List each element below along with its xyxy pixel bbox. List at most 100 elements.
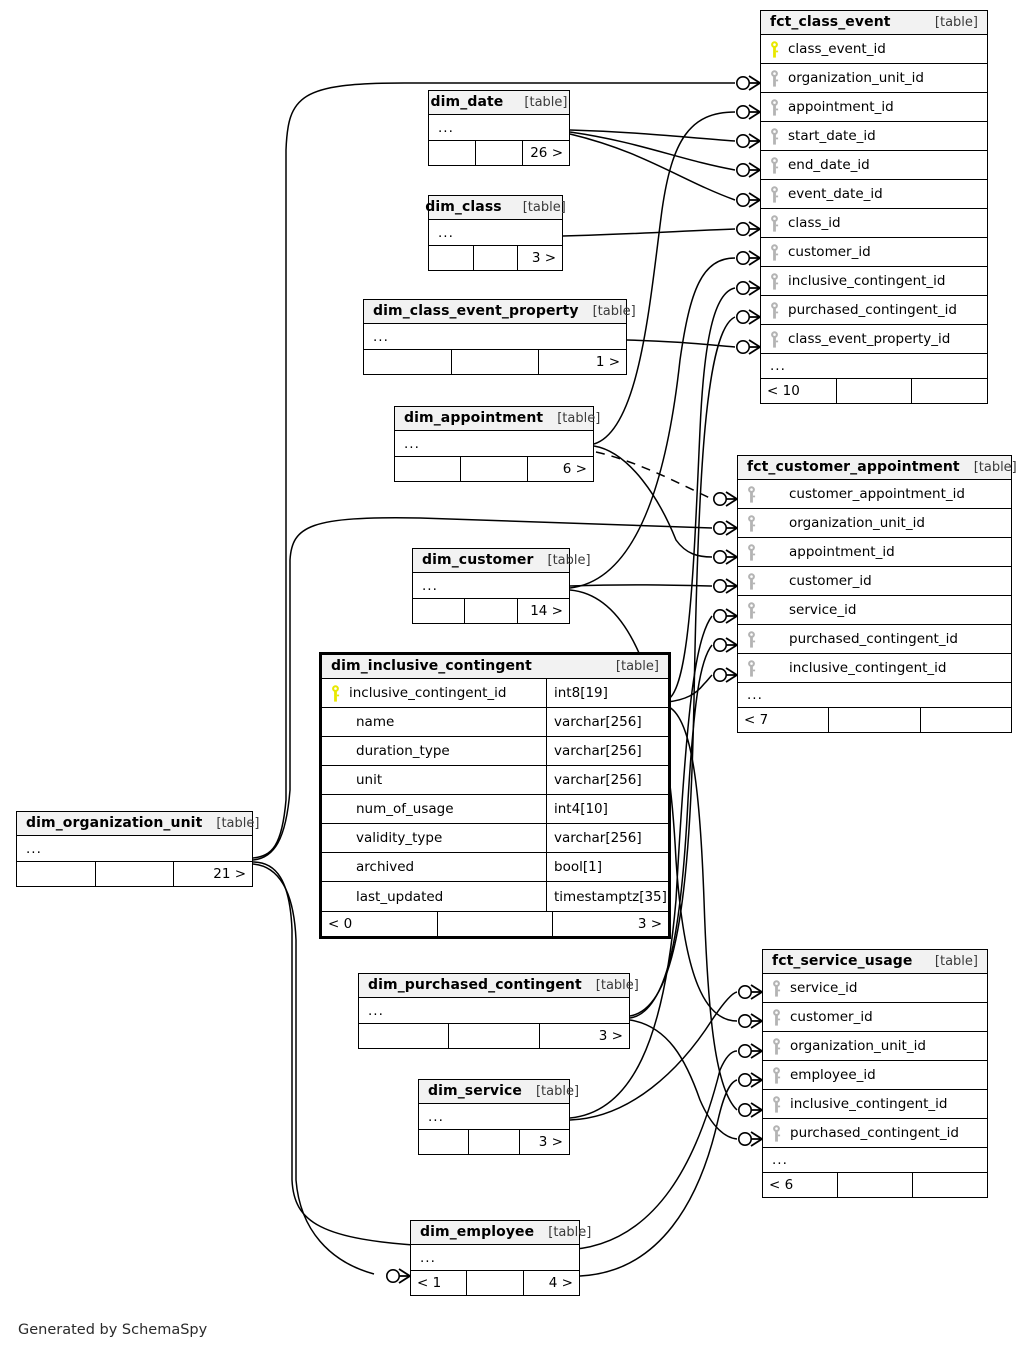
more-columns-row[interactable]: ... [429, 220, 562, 245]
column-name-cell: purchased_contingent_id [761, 301, 987, 319]
column-name-cell: service_id [763, 979, 987, 997]
column-row[interactable]: archived bool[1] [322, 853, 668, 882]
footer-right: 6 > [562, 461, 587, 477]
column-row[interactable]: appointment_id [738, 538, 1011, 567]
more-columns-row[interactable]: ... [17, 836, 252, 861]
table-title: fct_class_event [770, 14, 891, 30]
column-label: inclusive_contingent_id [790, 1096, 948, 1112]
column-row[interactable]: class_id [761, 209, 987, 238]
column-label: purchased_contingent_id [789, 631, 958, 647]
footer-right [921, 708, 1011, 732]
column-name-cell: class_id [761, 214, 987, 232]
column-row[interactable]: purchased_contingent_id [738, 625, 1011, 654]
table-dim-organization-unit[interactable]: dim_organization_unit [table] ... 21 > [16, 811, 259, 887]
column-name-cell: duration_type [356, 743, 450, 759]
column-row[interactable]: customer_id [761, 238, 987, 267]
column-row[interactable]: validity_type varchar[256] [322, 824, 668, 853]
column-row[interactable]: unit varchar[256] [322, 766, 668, 795]
table-fct-customer-appointment[interactable]: fct_customer_appointment [table] custome… [737, 455, 1017, 733]
column-name-cell: event_date_id [761, 185, 987, 203]
column-row[interactable]: duration_type varchar[256] [322, 737, 668, 766]
more-columns-row[interactable]: ... [413, 573, 569, 598]
column-row[interactable]: inclusive_contingent_id [738, 654, 1011, 683]
table-type-tag: [table] [535, 1083, 580, 1099]
foreign-key-icon [771, 156, 779, 174]
column-name-cell: purchased_contingent_id [763, 1124, 987, 1142]
more-columns-label: ... [422, 577, 438, 594]
column-label: inclusive_contingent_id [349, 685, 507, 701]
table-type-tag: [table] [592, 303, 636, 319]
column-row[interactable]: customer_appointment_id [738, 480, 1011, 509]
table-dim-class-event-property[interactable]: dim_class_event_property [table] ... 1 > [363, 299, 636, 375]
foreign-key-icon [748, 630, 756, 648]
column-row[interactable]: service_id [763, 974, 987, 1003]
column-name-cell: appointment_id [738, 543, 1011, 561]
table-title: dim_date [430, 94, 504, 110]
column-name-cell: end_date_id [761, 156, 987, 174]
primary-key-icon [771, 40, 779, 58]
table-footer: < 6 [763, 1172, 987, 1197]
more-columns-row[interactable]: ... [395, 431, 593, 456]
footer-right: 21 > [213, 866, 247, 882]
footer-left [429, 141, 476, 165]
column-name-cell: organization_unit_id [738, 514, 1011, 532]
table-dim-service[interactable]: dim_service [table] ... 3 > [418, 1079, 579, 1155]
more-columns-row[interactable]: ... [419, 1104, 569, 1129]
column-row[interactable]: num_of_usage int4[10] [322, 795, 668, 824]
more-columns-row[interactable]: ... [359, 998, 629, 1023]
foreign-key-icon [773, 1066, 781, 1084]
footer-mid [467, 1271, 524, 1295]
column-row[interactable]: inclusive_contingent_id [763, 1090, 987, 1119]
column-row[interactable]: event_date_id [761, 180, 987, 209]
column-row[interactable]: organization_unit_id [761, 64, 987, 93]
column-name-cell: start_date_id [761, 127, 987, 145]
column-row[interactable]: class_event_id [761, 35, 987, 64]
more-columns-row[interactable]: ... [411, 1245, 579, 1270]
more-columns-row[interactable]: ... [761, 354, 987, 378]
column-name-cell: inclusive_contingent_id [763, 1095, 987, 1113]
table-dim-customer[interactable]: dim_customer [table] ... 14 > [412, 548, 591, 624]
footer-left: < 10 [761, 379, 837, 403]
column-label: end_date_id [788, 157, 870, 173]
column-row[interactable]: organization_unit_id [738, 509, 1011, 538]
table-fct-service-usage[interactable]: fct_service_usage [table] service_id cus… [762, 949, 988, 1198]
column-label: inclusive_contingent_id [788, 273, 946, 289]
column-row[interactable]: class_event_property_id [761, 325, 987, 354]
more-columns-label: ... [438, 119, 454, 136]
more-columns-label: ... [438, 224, 454, 241]
table-fct-class-event[interactable]: fct_class_event [table] class_event_id o… [760, 10, 988, 404]
table-type-tag: [table] [522, 199, 566, 215]
column-row[interactable]: start_date_id [761, 122, 987, 151]
foreign-key-icon [771, 69, 779, 87]
more-columns-row[interactable]: ... [364, 324, 626, 349]
table-type-tag: [table] [934, 14, 978, 30]
column-row[interactable]: inclusive_contingent_id [761, 267, 987, 296]
column-row[interactable]: appointment_id [761, 93, 987, 122]
column-row[interactable]: purchased_contingent_id [763, 1119, 987, 1148]
column-row[interactable]: end_date_id [761, 151, 987, 180]
more-columns-row[interactable]: ... [429, 115, 569, 140]
column-row[interactable]: inclusive_contingent_id int8[19] [322, 679, 668, 708]
column-row[interactable]: customer_id [738, 567, 1011, 596]
footer-mid [838, 1173, 913, 1197]
column-row[interactable]: name varchar[256] [322, 708, 668, 737]
table-dim-date[interactable]: dim_date [table] ... 26 > [428, 90, 570, 166]
column-row[interactable]: last_updated timestamptz[35] [322, 882, 668, 911]
table-dim-purchased-contingent[interactable]: dim_purchased_contingent [table] ... 3 > [358, 973, 639, 1049]
generated-by-credit: Generated by SchemaSpy [18, 1322, 208, 1338]
more-columns-row[interactable]: ... [763, 1148, 987, 1172]
more-columns-row[interactable]: ... [738, 683, 1011, 707]
table-dim-appointment[interactable]: dim_appointment [table] ... 6 > [394, 406, 600, 482]
column-label: organization_unit_id [788, 70, 924, 86]
table-dim-class[interactable]: dim_class [table] ... 3 > [425, 195, 566, 271]
table-dim-employee[interactable]: dim_employee [table] ... < 1 4 > [410, 1220, 591, 1296]
column-row[interactable]: employee_id [763, 1061, 987, 1090]
more-columns-label: ... [368, 1002, 384, 1019]
column-row[interactable]: service_id [738, 596, 1011, 625]
table-dim-inclusive-contingent[interactable]: dim_inclusive_contingent [table] inclusi… [319, 652, 671, 939]
column-row[interactable]: organization_unit_id [763, 1032, 987, 1061]
column-row[interactable]: purchased_contingent_id [761, 296, 987, 325]
column-type: bool[1] [546, 853, 668, 881]
column-row[interactable]: customer_id [763, 1003, 987, 1032]
table-title: dim_class_event_property [373, 303, 579, 319]
